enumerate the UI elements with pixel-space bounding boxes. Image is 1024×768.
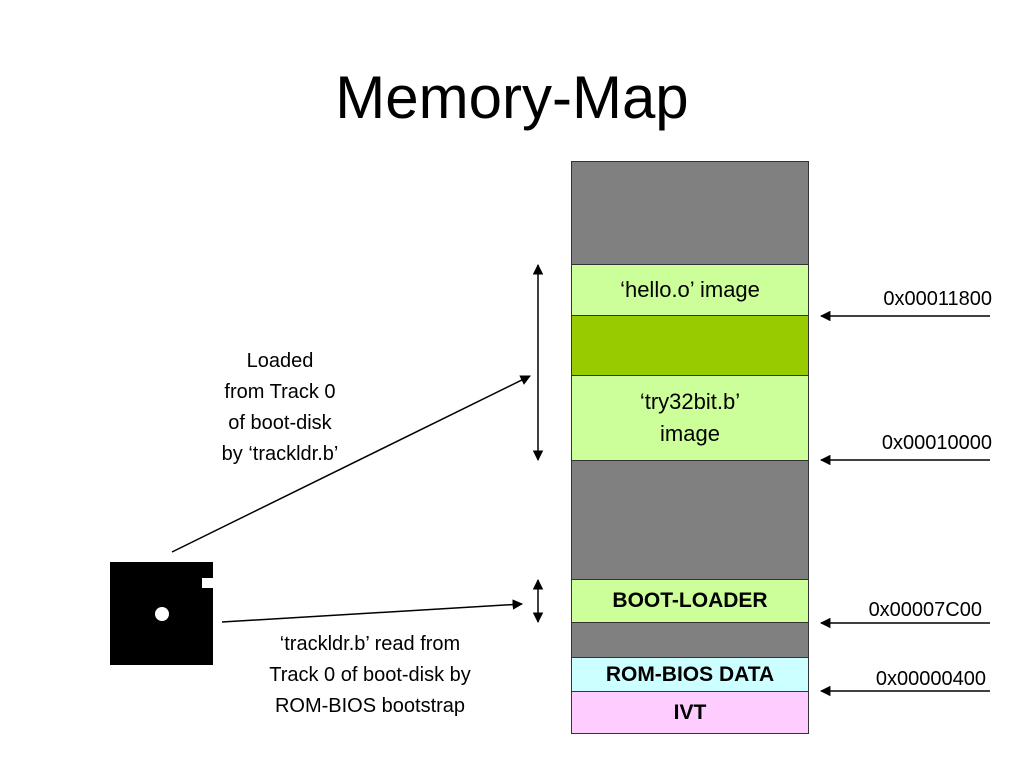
- loaded-note-line1: Loaded: [246, 350, 314, 372]
- memory-block-rom-bios-data: ROM-BIOS DATA: [571, 657, 809, 692]
- memory-block-gap-green: [571, 315, 809, 376]
- loaded-note-line2: from Track 0: [224, 381, 336, 403]
- loaded-note-line3: of boot-disk: [228, 412, 332, 434]
- memory-block-boot-loader: BOOT-LOADER: [571, 579, 809, 623]
- memory-block-ivt: IVT: [571, 691, 809, 734]
- memory-block-unused-top: [571, 161, 809, 265]
- try32bit-label-line2: image: [660, 421, 720, 446]
- floppy-disk-icon: [110, 562, 213, 665]
- address-rom-bios: 0x00000400: [875, 668, 986, 690]
- trackldr-note-line2: Track 0 of boot-disk by: [269, 664, 471, 686]
- loaded-note-line4: by ‘trackldr.b’: [221, 443, 339, 465]
- hello-image-label: ‘hello.o’ image: [620, 277, 760, 302]
- ivt-label: IVT: [673, 700, 707, 724]
- page-title: Memory-Map: [335, 64, 689, 131]
- trackldr-note-line3: ROM-BIOS bootstrap: [274, 695, 466, 717]
- memory-block-unused-mid: [571, 460, 809, 580]
- boot-loader-label: BOOT-LOADER: [612, 589, 768, 612]
- address-try32bit: 0x00010000: [881, 432, 992, 454]
- trackldr-note-line1: ‘trackldr.b’ read from: [279, 633, 461, 655]
- loaded-note: Loaded from Track 0 of boot-disk by ‘tra…: [170, 346, 390, 470]
- loaded-pointer-line: [171, 375, 531, 553]
- address-boot-loader: 0x00007C00: [868, 599, 982, 621]
- rom-bios-data-label: ROM-BIOS DATA: [605, 662, 775, 686]
- trackldr-note: ‘trackldr.b’ read from Track 0 of boot-d…: [225, 629, 515, 722]
- try32bit-label-line1: ‘try32bit.b’: [639, 389, 741, 414]
- trackldr-pointer-line: [221, 599, 524, 623]
- address-hello: 0x00011800: [883, 288, 992, 310]
